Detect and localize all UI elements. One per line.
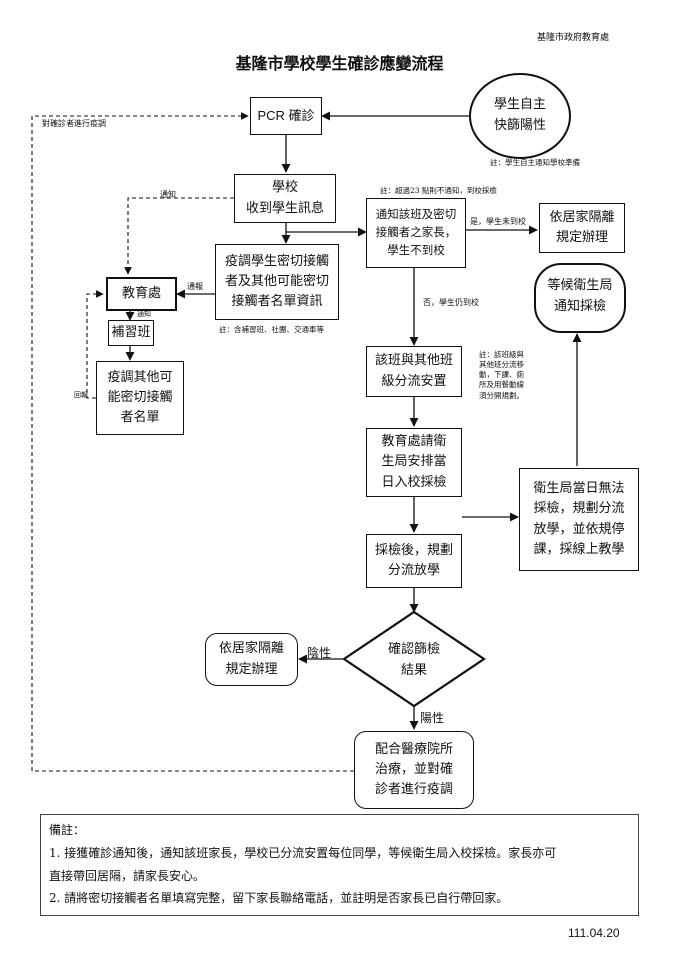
page-title: 基隆市學校學生確診應變流程 [235,54,444,73]
hospital-box: 配合醫療院所 治療，並對確 診者進行疫調 [354,731,474,809]
school-receive-box: 學校 收到學生訊息 [234,174,336,223]
label-yes-absent: 是，學生未到校 [470,217,526,226]
health-unable-box: 衛生局當日無法 採檢，規劃分流 放學，並依規停 課，採線上教學 [519,468,639,571]
label-positive: 陽性 [420,711,445,725]
dashed-school-to-edu [124,197,234,275]
notify-parents-box: 通知該班及密切 接觸者之家長， 學生不到校 [366,198,466,268]
wait-health-shape [534,263,626,333]
label-report: 通報 [187,282,203,291]
home-isolation-bottom-box: 依居家隔離 規定辦理 [205,633,298,686]
dashed-hospital-to-pcr [31,112,354,772]
label-notify: 通知 [160,190,176,199]
edu-office-box: 教育處 [106,277,177,311]
self-test-ellipse [469,73,571,159]
contact-survey-box: 疫調學生密切接觸 者及其他可能密切 接觸者名單資訊 [215,244,339,320]
label-report-back: 回報 [74,391,88,399]
survey-confirmed-label: 對確診者進行疫調 [42,119,106,128]
notes-item-1: 1. 接獲確診通知後，通知該班家長，學校已分流安置每位同學，等候衛生局入校採檢。… [49,845,557,883]
after-test-box: 採檢後，規劃 分流放學 [366,534,462,588]
cram-school-box: 補習班 [108,320,154,346]
wait-health-label: 等候衛生局 通知採檢 [547,278,613,314]
decision-label: 確認篩檢 結果 [387,642,440,678]
time-note: 註：超過23 點則不通知，到校採檢 [380,186,497,195]
cram-survey-box: 疫調其他可 能密切接觸 者名單 [96,361,184,435]
agency-name: 基隆市政府教育處 [537,33,610,43]
decision-diamond [342,610,486,708]
notes-item-2: 2. 請將密切接觸者名單填寫完整，留下家長聯絡電話，並註明是否家長已自行帶回家。 [49,891,509,906]
label-notify-small: 通知 [137,310,151,318]
class-note: 註：該班級與 其他班分流移 動，下課、廁 所及用餐動線 須分開規劃。 [479,350,524,400]
notes-heading: 備註： [49,823,86,837]
document-date: 111.04.20 [568,926,620,940]
edu-request-box: 教育處請衛 生局安排當 日入校採檢 [366,428,462,497]
pcr-box: PCR 確診 [250,97,322,135]
class-separation-box: 該班與其他班 級分流安置 [366,346,462,397]
notes-box: 備註： 1. 接獲確診通知後，通知該班家長，學校已分流安置每位同學，等候衛生局入… [40,814,639,916]
self-test-label: 學生自主 快篩陽性 [493,97,546,133]
home-isolation-top-box: 依居家隔離 規定辦理 [539,203,625,253]
self-test-note: 註：學生自主通知學校準備 [490,158,580,167]
label-negative: 陰性 [307,646,332,660]
contact-note: 註：含補習班、社團、交通車等 [219,325,324,334]
label-no-present: 否，學生仍到校 [423,298,479,307]
dashed-report-back [86,290,104,399]
